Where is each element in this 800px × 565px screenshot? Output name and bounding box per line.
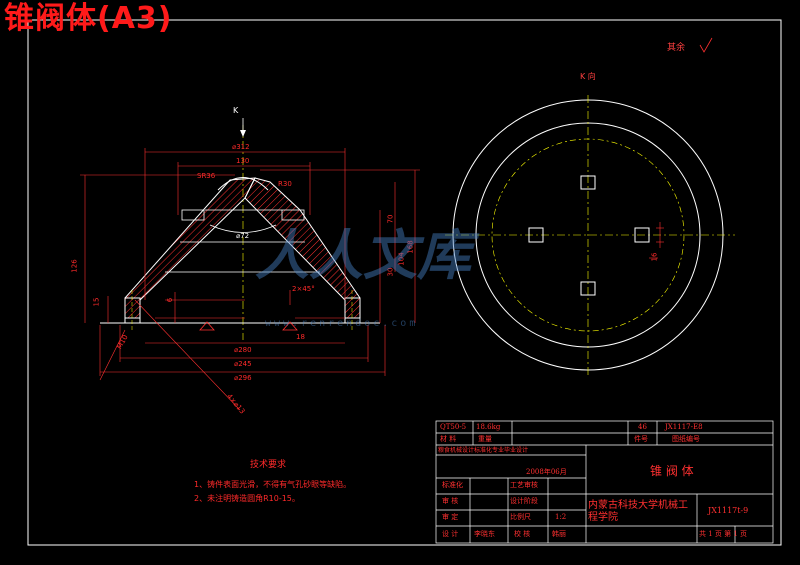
tb-qty-label: 件号 [634, 435, 648, 443]
title-block [435, 420, 774, 544]
dim-70: 70 [386, 214, 395, 224]
tb-material: QT50-5 [440, 423, 467, 431]
dim-chamfer: 2×45° [292, 285, 315, 293]
tb-code: JX1117-E8 [665, 423, 703, 431]
view-label-k: K [233, 106, 239, 115]
dim-r30: R30 [278, 180, 292, 188]
tech-req-item-2: 2、未注明铸造圆角R10-15。 [194, 494, 300, 503]
dim-126: 126 [70, 259, 79, 273]
tb-sheet: 共 1 页 第 1 页 [699, 530, 748, 538]
tb-review-label: 审 核 [442, 497, 459, 505]
watermark-logo: 人人文库 [255, 224, 471, 287]
dim-d312: ⌀312 [232, 143, 250, 151]
view-label-k-direction: K 向 [580, 72, 596, 81]
tb-check-label: 校 核 [514, 530, 531, 538]
tb-scale: 1:2 [555, 513, 567, 521]
tb-qty: 46 [638, 423, 647, 431]
tb-design-stage: 设计阶段 [510, 497, 538, 505]
tb-sign-2: 韩丽 [552, 530, 566, 538]
dim-d296: ⌀296 [234, 374, 252, 382]
tb-part-name: 锥 阀 体 [650, 464, 694, 478]
tb-weight-label: 重量 [478, 435, 492, 443]
tb-project: 粮食机械设计标准化专业毕业设计 [438, 447, 529, 454]
tb-sign-1: 李晓东 [474, 530, 495, 538]
dim-130: 130 [236, 157, 250, 165]
dim-d245: ⌀245 [234, 360, 252, 368]
tb-school: 内蒙古科技大学机械工程学院 [588, 500, 688, 523]
dim-d280: ⌀280 [234, 346, 252, 354]
tb-code-label: 图纸编号 [672, 435, 700, 443]
k-view [445, 95, 735, 375]
tb-date: 2008年06月 [526, 468, 567, 476]
tb-approve-label: 审 定 [442, 513, 459, 521]
dim-6: 6 [166, 297, 175, 303]
section-view [80, 118, 420, 411]
watermark-url: www.renrendoc.com [265, 318, 419, 329]
drawing-frame [27, 19, 782, 546]
tb-drawing-no: JX1117t-9 [708, 506, 749, 515]
dim-sr36: SR36 [197, 172, 216, 180]
tb-weight: 18.6kg [476, 423, 501, 431]
tb-tech-label: 工艺审核 [510, 481, 538, 489]
tech-req-heading: 技术要求 [250, 460, 287, 470]
drawing-title: 锥阀体(A3) [4, 1, 173, 36]
roughness-note: 其余 [667, 43, 686, 53]
dim-16: 16 [650, 252, 659, 262]
dim-18: 18 [296, 333, 305, 341]
tb-scale-label: 比例尺 [510, 513, 531, 521]
tb-std-label: 标准化 [442, 481, 463, 489]
tech-req-item-1: 1、铸件表面光滑，不得有气孔砂眼等缺陷。 [194, 480, 352, 489]
tb-material-label: 材 料 [440, 435, 457, 443]
dim-15: 15 [92, 297, 101, 307]
dim-d72: ⌀72 [236, 232, 250, 240]
tb-design-label: 设 计 [442, 530, 459, 538]
